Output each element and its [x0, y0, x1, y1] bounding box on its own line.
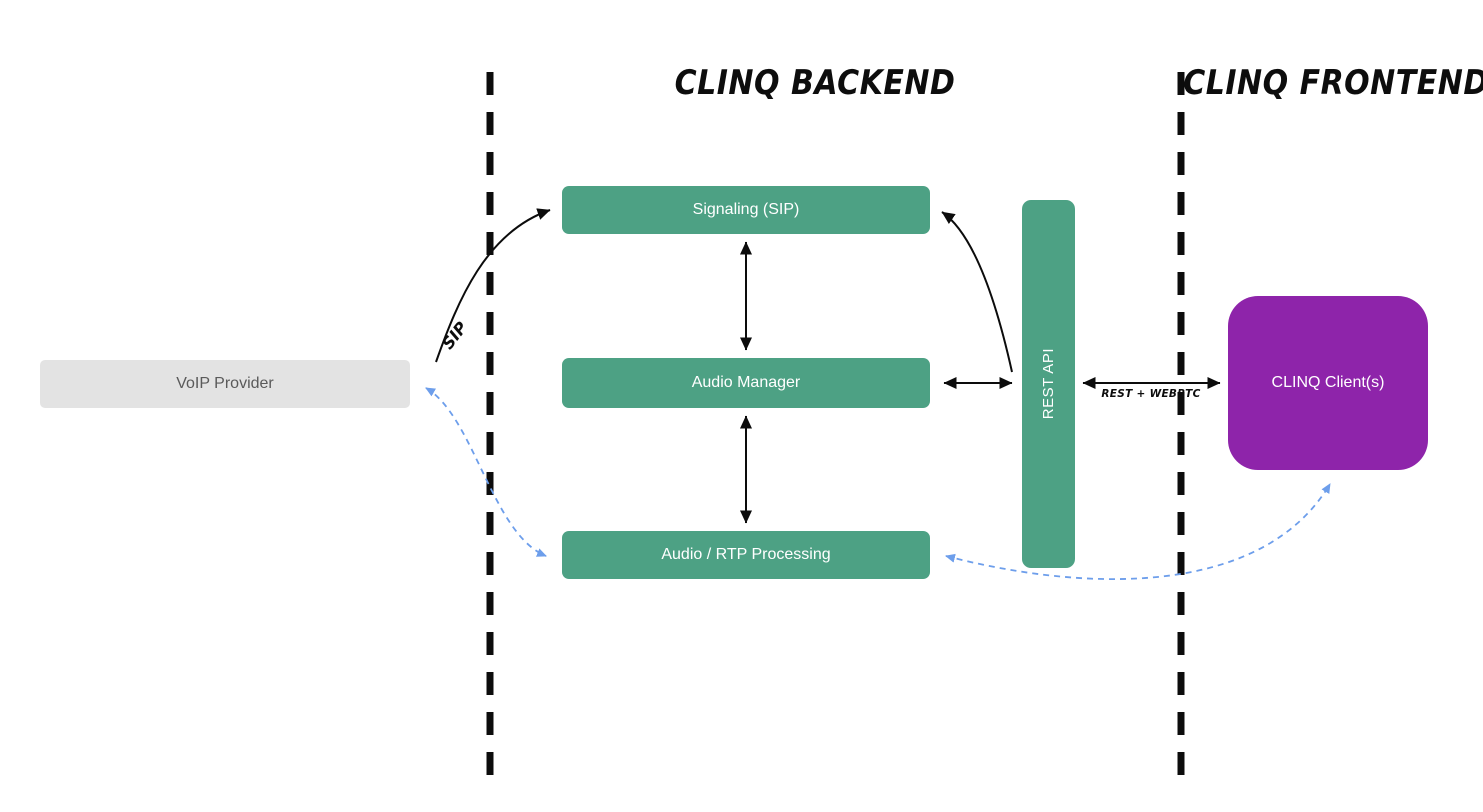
voip-provider-node: VoIP Provider	[40, 360, 410, 408]
clinq-client-node: CLINQ Client(s)	[1228, 296, 1428, 470]
rest-webrtc-edge-label: REST + WEBRTC	[1101, 388, 1201, 400]
rest-api-label: REST API	[1040, 348, 1057, 420]
audio-rtp-processing-node: Audio / RTP Processing	[562, 531, 930, 579]
audio-manager-node: Audio Manager	[562, 358, 930, 408]
dashed-arrow-voip-audiortp	[425, 387, 547, 557]
frontend-region-label: CLINQ FRONTEND	[1183, 63, 1483, 104]
arrow-restapi-signaling	[941, 211, 1013, 373]
rest-api-node: REST API	[1022, 200, 1075, 568]
backend-region-label: CLINQ BACKEND	[674, 63, 956, 104]
dashed-arrow-audiortp-client	[945, 483, 1331, 580]
sip-edge-label: SIP	[438, 318, 472, 353]
signaling-sip-node: Signaling (SIP)	[562, 186, 930, 234]
